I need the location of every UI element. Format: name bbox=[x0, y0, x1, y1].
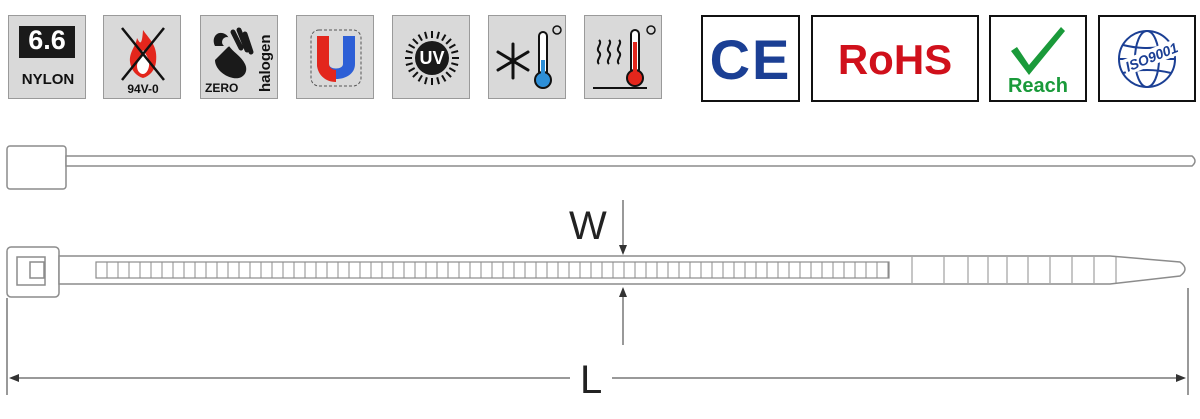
sun-ray bbox=[451, 62, 459, 66]
iso-badge: ISO9001 bbox=[1098, 15, 1196, 102]
sun-ray bbox=[412, 71, 419, 78]
sun-ray bbox=[405, 50, 413, 54]
sun-ray bbox=[451, 50, 459, 54]
nylon-grade-label: 6.6 bbox=[28, 25, 66, 55]
sun-ray bbox=[436, 77, 440, 85]
sun-ray bbox=[424, 77, 428, 85]
flame-retardant-tile: 94V-0 bbox=[103, 15, 181, 99]
rohs-label: RoHS bbox=[837, 36, 953, 83]
reach-badge: Reach bbox=[989, 15, 1087, 102]
uv-resistant-tile: UV bbox=[392, 15, 470, 99]
snowflake-thermometer-icon bbox=[496, 25, 562, 89]
zero-label: ZERO bbox=[205, 81, 239, 95]
sun-ray bbox=[445, 38, 452, 45]
nylon-label: NYLON bbox=[21, 71, 75, 88]
sun-ray bbox=[417, 74, 423, 82]
ce-badge: CE bbox=[701, 15, 800, 102]
magnetic-tile bbox=[296, 15, 374, 99]
zero-halogen-tile: ZERO halogen bbox=[200, 15, 278, 99]
sun-ray bbox=[417, 34, 423, 42]
sun-ray bbox=[441, 34, 447, 42]
hand-ok-icon bbox=[213, 27, 254, 79]
sun-ray bbox=[448, 67, 456, 73]
flame-rating-label: 94V-0 bbox=[127, 82, 159, 96]
nylon-grade-badge bbox=[19, 26, 75, 58]
sun-ray bbox=[441, 74, 447, 82]
flame-icon bbox=[121, 27, 165, 81]
ce-label: CE bbox=[709, 28, 792, 91]
length-dimension bbox=[6, 288, 1189, 395]
sun-ray bbox=[405, 62, 413, 66]
checkmark-icon bbox=[1011, 27, 1065, 75]
reach-label: Reach bbox=[1007, 75, 1069, 97]
magnet-icon bbox=[310, 29, 362, 87]
width-label: W bbox=[569, 204, 607, 248]
sun-ray bbox=[412, 38, 419, 45]
heat-thermometer-icon bbox=[593, 25, 656, 89]
length-label: L bbox=[580, 358, 603, 402]
sun-ray bbox=[424, 31, 428, 39]
cold-resistant-tile bbox=[488, 15, 566, 99]
sun-uv-icon bbox=[405, 31, 459, 85]
uv-label: UV bbox=[419, 48, 445, 68]
sun-ray bbox=[445, 71, 452, 78]
sun-ray bbox=[436, 31, 440, 39]
sun-ray bbox=[448, 43, 456, 49]
sun-ray bbox=[408, 43, 416, 49]
heat-resistant-tile bbox=[584, 15, 662, 99]
nylon-66-tile: 6.6 NYLON bbox=[8, 15, 86, 99]
sun-ray bbox=[408, 67, 416, 73]
cable-tie-side-view bbox=[6, 145, 1196, 190]
cable-tie-top-view bbox=[6, 246, 1186, 298]
rohs-badge: RoHS bbox=[811, 15, 979, 102]
